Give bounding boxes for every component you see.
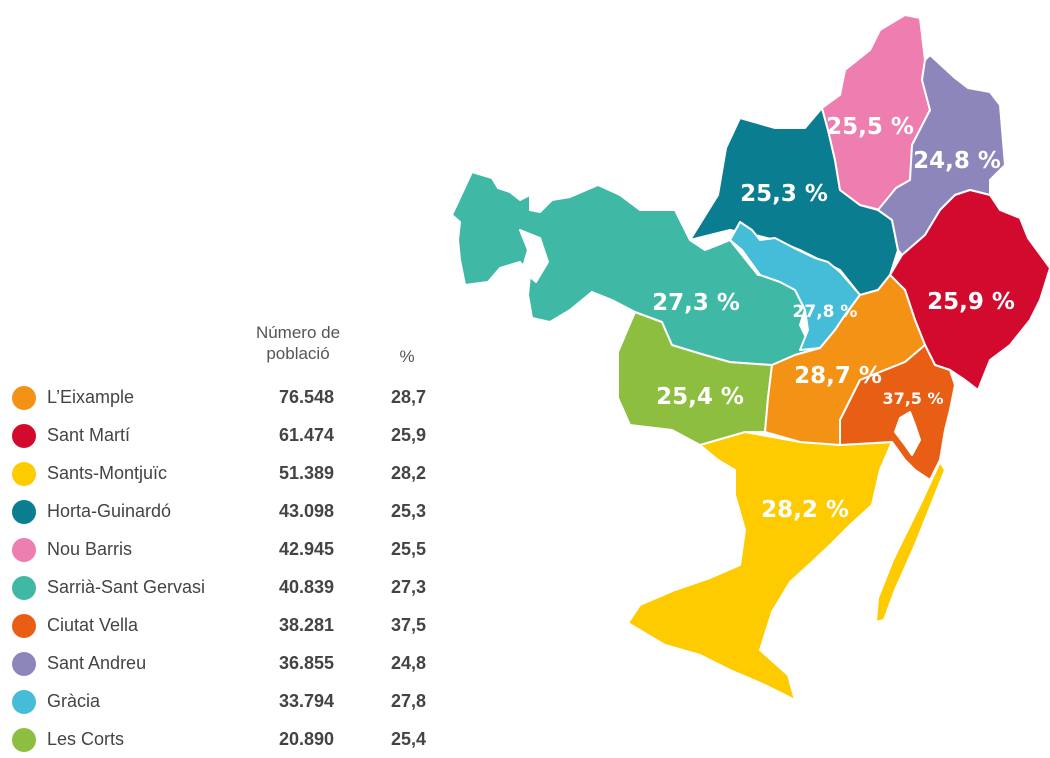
color-dot-icon bbox=[12, 424, 36, 448]
district-name: Ciutat Vella bbox=[47, 615, 139, 635]
label-gracia: 27,8 % bbox=[793, 302, 858, 322]
district-sants-montjuic bbox=[627, 431, 893, 701]
coast-notch bbox=[519, 229, 549, 283]
district-legend: Número de població % L’Eixample 76.548 2… bbox=[0, 0, 460, 758]
header-percent: % bbox=[399, 347, 415, 366]
district-name: Sant Andreu bbox=[47, 653, 147, 673]
district-name: Les Corts bbox=[47, 729, 125, 749]
legend-row-eixample: L’Eixample 76.548 28,7 bbox=[12, 383, 452, 413]
percent-value: 37,5 bbox=[390, 615, 426, 635]
percent-value: 28,2 bbox=[390, 463, 426, 483]
population-value: 33.794 bbox=[278, 691, 334, 711]
percent-value: 28,7 bbox=[390, 387, 426, 407]
population-value: 36.855 bbox=[278, 653, 334, 673]
legend-row-gracia: Gràcia 33.794 27,8 bbox=[12, 687, 452, 717]
population-value: 61.474 bbox=[278, 425, 334, 445]
color-dot-icon bbox=[12, 614, 36, 638]
color-dot-icon bbox=[12, 652, 36, 676]
district-name: Sants-Montjuïc bbox=[47, 463, 168, 483]
legend-row-sants-montjuic: Sants-Montjuïc 51.389 28,2 bbox=[12, 459, 452, 489]
label-sants-montjuic: 28,2 % bbox=[761, 497, 849, 523]
district-ciutat-vella bbox=[839, 344, 956, 481]
label-sarria-sant-gervasi: 27,3 % bbox=[652, 290, 740, 316]
district-map: 25,5 % 24,8 % 25,3 % 27,3 % 27,8 % 25,9 … bbox=[451, 14, 1050, 701]
color-dot-icon bbox=[12, 690, 36, 714]
color-dot-icon bbox=[12, 386, 36, 410]
population-value: 40.839 bbox=[278, 577, 334, 597]
legend-row-horta-guinardo: Horta-Guinardó 43.098 25,3 bbox=[12, 497, 452, 527]
district-name: Gràcia bbox=[47, 691, 101, 711]
district-name: L’Eixample bbox=[47, 387, 135, 407]
color-dot-icon bbox=[12, 576, 36, 600]
label-eixample: 28,7 % bbox=[794, 363, 882, 389]
district-labels: 25,5 % 24,8 % 25,3 % 27,3 % 27,8 % 25,9 … bbox=[652, 114, 1015, 523]
harbour-notch bbox=[894, 411, 921, 456]
percent-value: 25,9 bbox=[390, 425, 426, 445]
percent-value: 24,8 bbox=[390, 653, 426, 673]
district-name: Nou Barris bbox=[47, 539, 133, 559]
legend-row-sant-andreu: Sant Andreu 36.855 24,8 bbox=[12, 649, 452, 679]
population-value: 38.281 bbox=[278, 615, 334, 635]
color-dot-icon bbox=[12, 462, 36, 486]
legend-row-sant-marti: Sant Martí 61.474 25,9 bbox=[12, 421, 452, 451]
population-value: 42.945 bbox=[278, 539, 334, 559]
percent-value: 27,3 bbox=[390, 577, 426, 597]
color-dot-icon bbox=[12, 728, 36, 752]
legend-row-les-corts: Les Corts 20.890 25,4 bbox=[12, 725, 452, 755]
label-horta-guinardo: 25,3 % bbox=[740, 181, 828, 207]
percent-value: 27,8 bbox=[390, 691, 426, 711]
district-eixample bbox=[764, 274, 926, 446]
label-les-corts: 25,4 % bbox=[656, 384, 744, 410]
header-population: Número de població bbox=[255, 323, 341, 363]
label-ciutat-vella: 37,5 % bbox=[882, 389, 943, 408]
percent-value: 25,3 bbox=[390, 501, 426, 521]
district-name: Sant Martí bbox=[47, 425, 131, 445]
population-value: 76.548 bbox=[278, 387, 334, 407]
label-nou-barris: 25,5 % bbox=[826, 114, 914, 140]
color-dot-icon bbox=[12, 500, 36, 524]
percent-value: 25,4 bbox=[390, 729, 426, 749]
legend-row-sarria-sant-gervasi: Sarrià-Sant Gervasi 40.839 27,3 bbox=[12, 573, 452, 603]
label-sant-andreu: 24,8 % bbox=[913, 148, 1001, 174]
population-value: 51.389 bbox=[278, 463, 334, 483]
legend-row-nou-barris: Nou Barris 42.945 25,5 bbox=[12, 535, 452, 565]
population-value: 20.890 bbox=[278, 729, 334, 749]
label-sant-marti: 25,9 % bbox=[927, 289, 1015, 315]
port-jetty bbox=[875, 461, 946, 623]
district-name: Sarrià-Sant Gervasi bbox=[47, 577, 206, 597]
district-sant-marti bbox=[889, 189, 1050, 391]
color-dot-icon bbox=[12, 538, 36, 562]
percent-value: 25,5 bbox=[390, 539, 426, 559]
district-name: Horta-Guinardó bbox=[47, 501, 172, 521]
legend-row-ciutat-vella: Ciutat Vella 38.281 37,5 bbox=[12, 611, 452, 641]
population-value: 43.098 bbox=[278, 501, 334, 521]
